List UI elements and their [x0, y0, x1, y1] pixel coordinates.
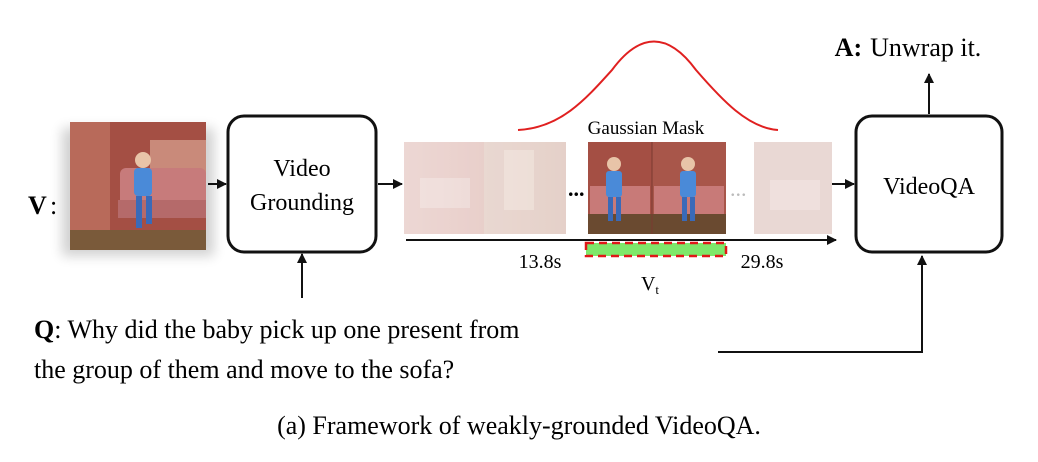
grounded-segment-bar — [584, 241, 728, 258]
answer-text: A:Unwrap it. — [835, 33, 982, 62]
video-grounding-box: Video Grounding — [226, 114, 378, 254]
videoqa-label: VideoQA — [883, 174, 976, 200]
figure-caption: (a) Framework of weakly-grounded VideoQA… — [277, 411, 761, 440]
question-to-videoqa-arrow — [718, 255, 927, 353]
faded-frame-after — [754, 142, 832, 234]
grounded-frames — [588, 142, 726, 234]
ellipsis-right: ... — [730, 176, 747, 201]
grounding-line-1: Video — [273, 156, 330, 182]
video-label: V — [28, 191, 47, 220]
question-line-2: the group of them and move to the sofa? — [34, 355, 454, 384]
question-line-1: Q: Why did the baby pick up one present … — [34, 315, 519, 344]
videoqa-box: VideoQA — [854, 114, 1004, 254]
video-label-colon: : — [50, 191, 57, 220]
input-video-thumbnail — [62, 122, 214, 256]
segment-label: Vt — [641, 273, 659, 297]
gaussian-mask-curve — [517, 40, 779, 131]
faded-frames-before — [404, 142, 566, 234]
time-start-label: 13.8s — [519, 251, 562, 273]
gaussian-mask-label: Gaussian Mask — [588, 118, 705, 139]
grounding-line-2: Grounding — [250, 190, 354, 216]
ellipsis-left: ... — [568, 176, 585, 201]
time-end-label: 29.8s — [741, 251, 784, 273]
